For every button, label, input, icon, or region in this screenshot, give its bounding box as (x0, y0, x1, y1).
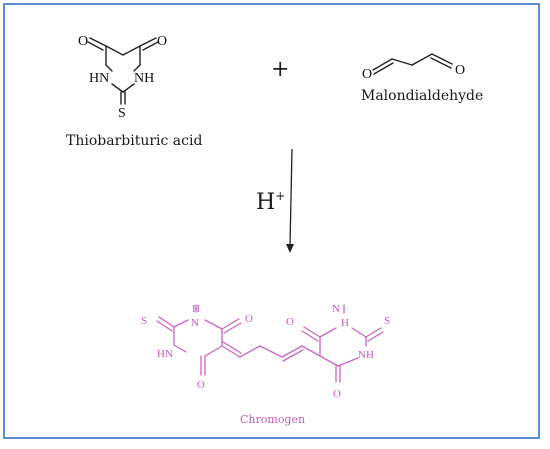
chromogen-oxygen-left-top: O (245, 313, 253, 325)
thiobarbituric-acid-label: Thiobarbituric acid (66, 133, 202, 149)
malondialdehyde-oxygen-right: O (455, 63, 465, 78)
chromogen-nh-right: NH (358, 349, 374, 361)
chromogen-n-top-right: N (332, 303, 340, 315)
thiobarbituric-nitrogen-right: NH (134, 71, 154, 86)
chromogen-structure: S H N O HN O O N H S NH O (141, 303, 390, 400)
chromogen-hn-left: HN (157, 348, 173, 360)
chromogen-oxygen-right-bottom: O (333, 388, 341, 400)
thiobarbituric-acid-structure: O O HN NH S (78, 34, 167, 121)
chromogen-h-top-left: H (192, 303, 200, 315)
chromogen-h-top-right: H (341, 317, 349, 329)
thiobarbituric-oxygen-right: O (157, 34, 167, 49)
plus-sign: + (271, 57, 289, 82)
thiobarbituric-oxygen-left: O (78, 34, 88, 49)
chromogen-oxygen-left-bottom: O (197, 379, 205, 391)
chromogen-sulfur-left: S (141, 315, 147, 327)
malondialdehyde-structure: O O (362, 53, 465, 82)
diagram-frame (3, 3, 540, 439)
chromogen-oxygen-right-top: O (286, 316, 294, 328)
chromogen-n-top-left: N (191, 317, 199, 329)
reaction-arrow (286, 148, 294, 253)
catalyst-label: H+ (256, 189, 285, 215)
malondialdehyde-oxygen-left: O (362, 67, 372, 82)
chromogen-label: Chromogen (240, 413, 305, 426)
malondialdehyde-label: Malondialdehyde (361, 88, 483, 104)
chromogen-sulfur-right: S (384, 315, 390, 327)
thiobarbituric-nitrogen-left: HN (89, 71, 109, 86)
thiobarbituric-sulfur: S (118, 106, 126, 121)
